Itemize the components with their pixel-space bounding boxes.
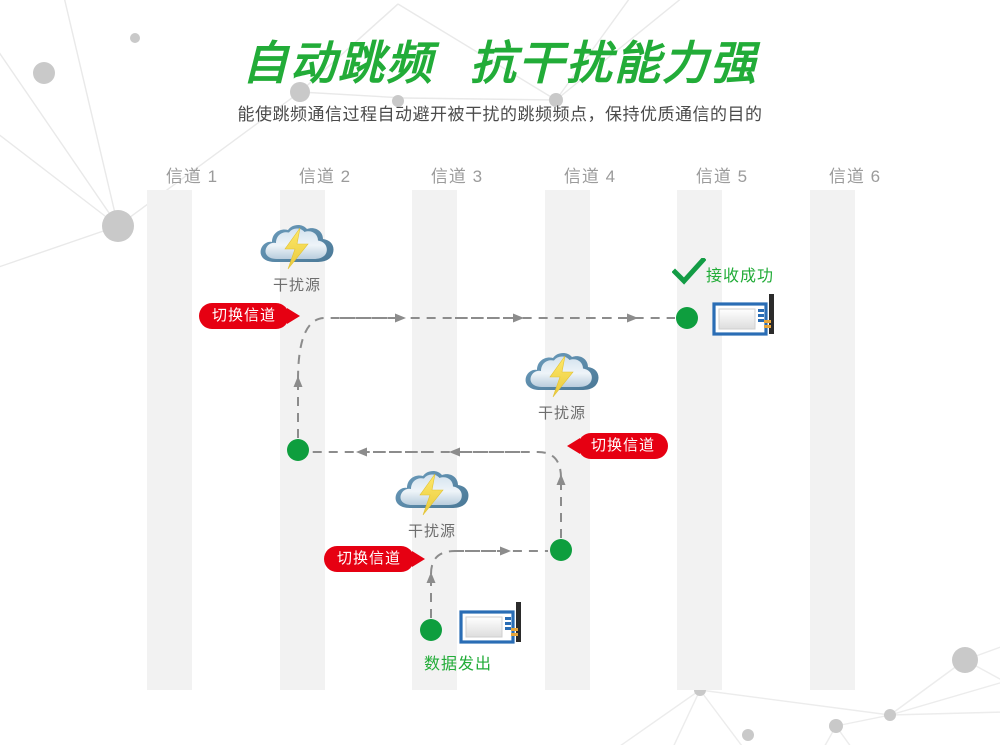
node-hop-ch4 xyxy=(550,539,572,561)
page-subtitle: 能使跳频通信过程自动避开被干扰的跳频频点，保持优质通信的目的 xyxy=(237,105,763,124)
switch-channel-badge-label: 切换信道 xyxy=(337,550,402,567)
switch-channel-badge-3: 切换信道 xyxy=(324,546,426,572)
jammer-channel-2: 干扰源 xyxy=(255,222,339,295)
transmitter-module xyxy=(459,600,527,646)
jammer-channel-3: 干扰源 xyxy=(390,468,474,541)
channel-label-2: 信道 2 xyxy=(298,167,352,186)
jammer-channel-4: 干扰源 xyxy=(520,350,604,423)
receiver-module xyxy=(712,292,780,338)
switch-channel-badge-label: 切换信道 xyxy=(212,307,277,324)
channel-label-5: 信道 5 xyxy=(695,167,749,186)
page-title: 自动跳频 抗干扰能力强 xyxy=(241,36,759,90)
node-hop-ch2 xyxy=(287,439,309,461)
node-sender-ch3 xyxy=(420,619,442,641)
cloud-lightning-icon xyxy=(525,352,599,398)
channel-band-3 xyxy=(412,190,457,690)
channel-band-1 xyxy=(147,190,192,690)
jammer-label: 干扰源 xyxy=(537,405,586,422)
switch-channel-badge-1: 切换信道 xyxy=(199,303,301,329)
bubble-tail xyxy=(412,551,426,567)
bubble-tail xyxy=(287,308,301,324)
cloud-lightning-icon xyxy=(395,470,469,516)
antenna-icon xyxy=(769,294,774,334)
cloud-lightning-icon xyxy=(260,224,334,270)
channel-band-6 xyxy=(810,190,855,690)
channel-label-3: 信道 3 xyxy=(430,167,484,186)
switch-channel-badge-label: 切换信道 xyxy=(591,437,656,454)
channel-label-4: 信道 4 xyxy=(563,167,617,186)
receive-success-label: 接收成功 xyxy=(706,268,775,285)
switch-channel-badge-2: 切换信道 xyxy=(567,433,669,459)
jammer-label: 干扰源 xyxy=(407,523,456,540)
data-sent-label: 数据发出 xyxy=(424,656,493,673)
node-receiver-ch5 xyxy=(676,307,698,329)
check-icon xyxy=(672,258,706,285)
channel-label-1: 信道 1 xyxy=(165,167,219,186)
channel-band-5 xyxy=(677,190,722,690)
channel-label-6: 信道 6 xyxy=(828,167,882,186)
bubble-tail xyxy=(567,438,580,454)
jammer-label: 干扰源 xyxy=(272,277,321,294)
antenna-icon xyxy=(516,602,521,642)
